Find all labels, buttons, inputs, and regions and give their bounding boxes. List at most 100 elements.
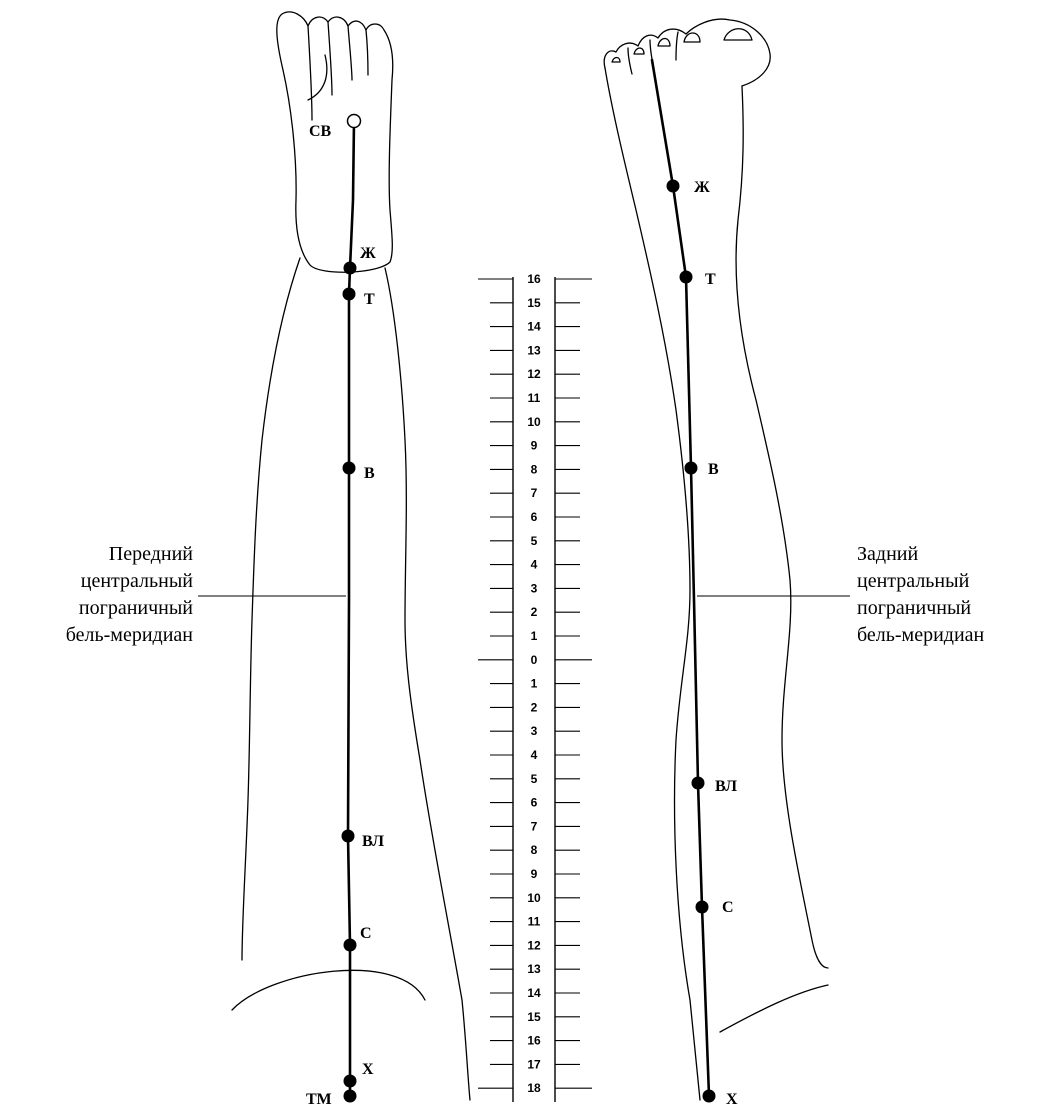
back-nail-3 [658, 39, 670, 47]
back-toe-divider-3 [676, 32, 678, 60]
back-meridian-line [652, 60, 709, 1096]
front-point-tm: ТМ [306, 1090, 357, 1107]
ruler-label: 0 [531, 653, 538, 667]
front-point-v-label: В [364, 465, 375, 482]
back-point-t-marker [680, 271, 693, 284]
ruler-label: 6 [531, 796, 538, 810]
ruler-label: 7 [531, 819, 538, 833]
front-toe-crease-1 [308, 26, 312, 120]
back-caption-line-1: Задний [857, 543, 918, 565]
back-caption-line-3: пограничный [857, 597, 971, 619]
back-caption-line-4: бель-меридиан [857, 624, 985, 646]
ruler-label: 10 [527, 891, 541, 905]
ruler-label: 16 [527, 1034, 541, 1048]
back-point-v-label: В [708, 461, 719, 478]
ruler-label: 11 [528, 391, 541, 405]
back-caption-line-2: центральный [857, 570, 970, 592]
ruler-label: 14 [527, 986, 541, 1000]
back-point-zh-label: Ж [694, 179, 710, 196]
front-foot-outline [277, 12, 393, 272]
front-point-v-marker [343, 462, 356, 475]
measuring-ruler: 1615141312111098765432101234567891011121… [478, 272, 592, 1102]
ruler-label: 16 [527, 272, 541, 286]
front-point-zh-marker [344, 262, 357, 275]
front-point-kh: Х [344, 1061, 375, 1088]
front-leg-right-edge [385, 268, 470, 1100]
front-point-v: В [343, 462, 376, 483]
ruler-label: 17 [527, 1057, 541, 1071]
front-caption-line-3: пограничный [79, 597, 193, 619]
ruler-label: 15 [527, 296, 541, 310]
back-nail-1 [612, 58, 620, 63]
back-meridian [652, 60, 709, 1096]
back-caption: Задний центральный пограничный бель-мери… [857, 543, 985, 646]
back-toe-divider-1 [628, 48, 632, 74]
back-leg-left-edge [605, 68, 700, 1100]
ruler-label: 3 [531, 581, 538, 595]
ruler-label: 10 [527, 415, 541, 429]
front-point-vl-label: ВЛ [362, 833, 384, 850]
ruler-label: 8 [531, 843, 538, 857]
back-point-kh-marker [703, 1090, 716, 1103]
front-leg-left-edge [242, 258, 300, 960]
front-point-tm-marker [344, 1090, 357, 1103]
back-points: Ж Т В ВЛ С Х [667, 179, 739, 1106]
back-point-kh: Х [703, 1090, 739, 1107]
ruler-label: 9 [531, 439, 538, 453]
back-nail-2 [634, 48, 644, 54]
front-caption: Передний центральный пограничный бель-ме… [66, 543, 194, 646]
front-knee-curve [232, 970, 425, 1010]
front-point-s-marker [344, 939, 357, 952]
ruler-label: 12 [527, 938, 541, 952]
front-toe-crease-3 [348, 26, 352, 80]
back-nail-5 [724, 29, 752, 40]
front-point-s-label: С [360, 925, 372, 942]
ruler-marks: 1615141312111098765432101234567891011121… [478, 272, 592, 1095]
front-point-zh-label: Ж [360, 245, 376, 262]
ruler-label: 2 [531, 605, 538, 619]
front-toe-crease-4 [366, 30, 368, 75]
front-point-t-label: Т [364, 291, 375, 308]
back-point-t-label: Т [705, 271, 716, 288]
front-caption-line-2: центральный [81, 570, 194, 592]
back-point-vl-label: ВЛ [715, 778, 737, 795]
back-point-kh-label: Х [726, 1091, 738, 1106]
front-points: СВ Ж Т В ВЛ С Х ТМ [306, 115, 384, 1107]
ruler-label: 5 [531, 534, 538, 548]
front-caption-line-1: Передний [109, 543, 194, 565]
front-point-t-marker [343, 288, 356, 301]
ruler-label: 14 [527, 320, 541, 334]
back-point-zh-marker [667, 180, 680, 193]
back-leg-right-edge [736, 86, 828, 968]
back-foot-top-edge [604, 19, 770, 86]
ruler-label: 18 [527, 1081, 541, 1095]
ruler-label: 11 [528, 915, 541, 929]
front-point-sv-label: СВ [309, 123, 332, 140]
ruler-label: 13 [527, 343, 541, 357]
front-point-tm-label: ТМ [306, 1091, 332, 1106]
back-leg-outline [604, 19, 828, 1100]
ruler-label: 8 [531, 462, 538, 476]
front-point-kh-label: Х [362, 1061, 374, 1078]
ruler-label: 4 [531, 748, 538, 762]
ruler-label: 7 [531, 486, 538, 500]
front-caption-line-4: бель-меридиан [66, 624, 194, 646]
ruler-label: 1 [531, 677, 538, 691]
ruler-label: 5 [531, 772, 538, 786]
ruler-label: 2 [531, 700, 538, 714]
back-knee-curve [720, 985, 828, 1032]
back-point-s: С [696, 899, 734, 916]
front-point-vl-marker [342, 830, 355, 843]
front-point-t: Т [343, 288, 376, 309]
ruler-label: 3 [531, 724, 538, 738]
front-point-sv-marker [348, 115, 361, 128]
ruler-label: 4 [531, 558, 538, 572]
front-toe-crease-2 [328, 22, 332, 95]
ruler-label: 6 [531, 510, 538, 524]
front-point-s: С [344, 925, 372, 952]
back-point-s-marker [696, 901, 709, 914]
ruler-label: 9 [531, 867, 538, 881]
ruler-label: 15 [527, 1010, 541, 1024]
